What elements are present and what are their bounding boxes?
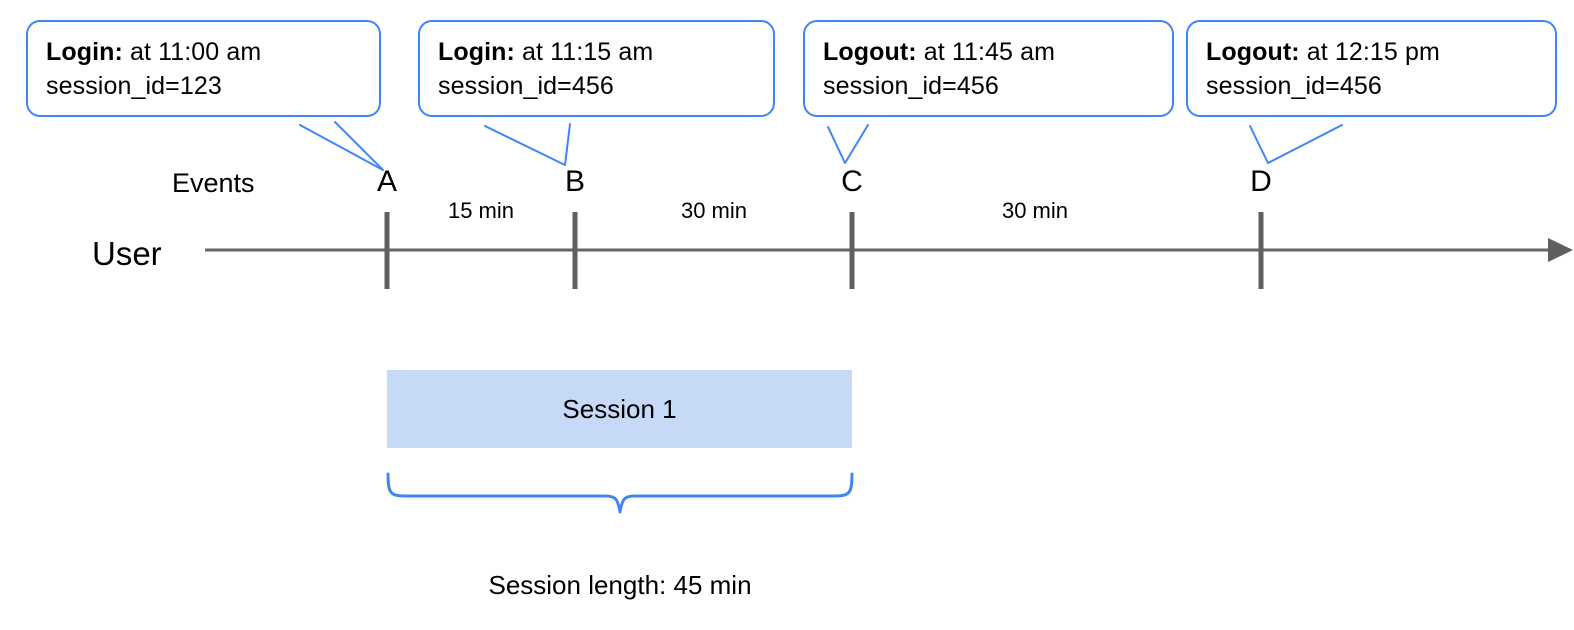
callout-tail-d bbox=[1249, 124, 1343, 164]
user-row-label: User bbox=[92, 235, 162, 272]
callout-bubble-d[interactable]: Logout: at 12:15 pm session_id=456 bbox=[1186, 20, 1557, 117]
callout-bubble-a[interactable]: Login: at 11:00 am session_id=123 bbox=[26, 20, 381, 117]
callout-primary-line: Logout: at 12:15 pm bbox=[1206, 35, 1537, 69]
timeline-arrow-icon bbox=[1548, 238, 1573, 262]
session-bar-label: Session 1 bbox=[562, 393, 677, 424]
duration-label-cd: 30 min bbox=[1001, 198, 1069, 223]
session-bar[interactable]: Session 1 bbox=[387, 370, 852, 448]
session-length-brace bbox=[386, 472, 854, 514]
callout-detail-label: session_id=456 bbox=[438, 72, 614, 100]
callout-lead-label: Login: bbox=[438, 38, 515, 66]
event-label-c: C bbox=[841, 165, 863, 198]
callout-primary-line: Login: at 11:00 am bbox=[46, 35, 361, 69]
callout-bubble-c[interactable]: Logout: at 11:45 am session_id=456 bbox=[803, 20, 1174, 117]
callout-time-label: at 11:45 am bbox=[916, 38, 1056, 66]
callout-time-label: at 11:00 am bbox=[122, 38, 262, 66]
duration-label-bc: 30 min bbox=[680, 198, 748, 223]
callout-tail-b bbox=[484, 123, 571, 166]
event-label-b: B bbox=[564, 165, 586, 198]
callout-lead-label: Login: bbox=[46, 38, 123, 66]
events-row-label: Events bbox=[172, 168, 255, 198]
callout-detail-label: session_id=456 bbox=[823, 72, 999, 100]
callout-tail-a bbox=[299, 121, 384, 171]
callout-tail-c bbox=[827, 124, 869, 164]
callout-detail-label: session_id=456 bbox=[1206, 72, 1382, 100]
callout-bubble-b[interactable]: Login: at 11:15 am session_id=456 bbox=[418, 20, 775, 117]
session-length-summary: Session length: 45 min bbox=[488, 570, 752, 600]
event-label-a: A bbox=[376, 165, 398, 198]
callout-lead-label: Logout: bbox=[823, 38, 917, 66]
event-label-d: D bbox=[1250, 165, 1272, 198]
duration-label-ab: 15 min bbox=[447, 198, 515, 223]
callout-lead-label: Logout: bbox=[1206, 38, 1300, 66]
callout-primary-line: Logout: at 11:45 am bbox=[823, 35, 1154, 69]
callout-time-label: at 11:15 am bbox=[514, 38, 654, 66]
callout-primary-line: Login: at 11:15 am bbox=[438, 35, 755, 69]
callout-detail-label: session_id=123 bbox=[46, 72, 222, 100]
callout-time-label: at 12:15 pm bbox=[1299, 38, 1440, 66]
